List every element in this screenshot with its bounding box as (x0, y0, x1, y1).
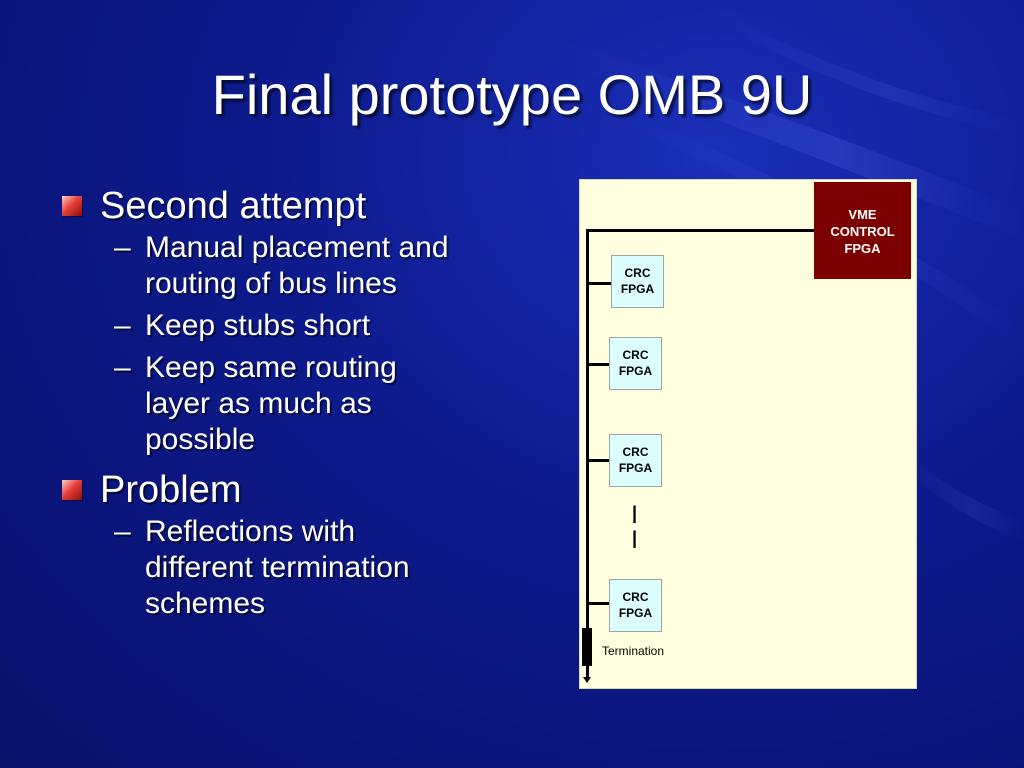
crc-label-line1: CRC (622, 445, 649, 459)
vme-control-fpga-box: VME CONTROL FPGA (814, 182, 911, 279)
dash-marker: – (114, 309, 131, 342)
crc-label-line1: CRC (622, 590, 649, 604)
continuation-mark: | (632, 528, 638, 548)
stub-line (586, 602, 610, 605)
sub-bullet-text-cont: layer as much as (145, 387, 372, 420)
sub-bullet-text-cont: different termination (145, 551, 410, 584)
crc-label-line2: FPGA (618, 606, 653, 620)
bullet-text: Problem (100, 469, 242, 511)
crc-fpga-box: CRC FPGA (609, 337, 662, 390)
vme-label-line1: VME (848, 207, 877, 222)
sub-bullet: – Reflections with different termination… (62, 514, 522, 622)
sub-bullet-text-cont: schemes (145, 587, 266, 620)
crc-label-line2: FPGA (620, 282, 655, 296)
stub-line (586, 459, 610, 462)
vme-label-line3: FPGA (844, 241, 881, 256)
main-bus-line (586, 229, 589, 679)
sub-bullet-text: Manual placement and (145, 231, 449, 264)
continuation-mark: | (632, 503, 638, 523)
bullet-problem: Problem (62, 470, 522, 510)
termination-label: Termination (602, 644, 665, 658)
crc-fpga-box: CRC FPGA (611, 255, 664, 308)
crc-fpga-box: CRC FPGA (609, 434, 662, 487)
crc-label-line2: FPGA (618, 364, 653, 378)
bullet-second-attempt: Second attempt (62, 186, 522, 226)
dash-marker: – (114, 351, 131, 384)
sub-bullet: – Keep stubs short (62, 308, 522, 344)
ground-arrow-icon (583, 666, 591, 683)
sub-bullet-text: Keep same routing (145, 351, 397, 384)
termination-resistor (582, 628, 592, 666)
dash-marker: – (114, 231, 131, 264)
sub-bullet-text: Keep stubs short (145, 309, 371, 342)
sub-bullet: – Keep same routing layer as much as pos… (62, 350, 522, 458)
crc-label-line1: CRC (624, 266, 651, 280)
vme-label-line2: CONTROL (830, 224, 895, 239)
sub-bullet: – Manual placement and routing of bus li… (62, 230, 522, 302)
slide-title: Final prototype OMB 9U (211, 63, 813, 126)
bullet-list: Second attempt – Manual placement and ro… (62, 186, 522, 628)
sub-bullet-text: Reflections with (145, 515, 356, 548)
bullet-square-icon (62, 196, 82, 216)
bus-topology-diagram: VME CONTROL FPGA CRC FPGA CRC FPGA CRC F… (579, 179, 917, 689)
crc-label-line1: CRC (622, 348, 649, 362)
sub-bullet-text-cont: routing of bus lines (145, 267, 397, 300)
crc-label-line2: FPGA (618, 461, 653, 475)
stub-line (586, 363, 610, 366)
bus-to-vme-line (586, 229, 815, 232)
dash-marker: – (114, 515, 131, 548)
bullet-square-icon (62, 480, 82, 500)
sub-bullet-text-cont: possible (145, 423, 256, 456)
bullet-text: Second attempt (100, 185, 367, 227)
stub-line (586, 282, 612, 285)
crc-fpga-box: CRC FPGA (609, 579, 662, 632)
